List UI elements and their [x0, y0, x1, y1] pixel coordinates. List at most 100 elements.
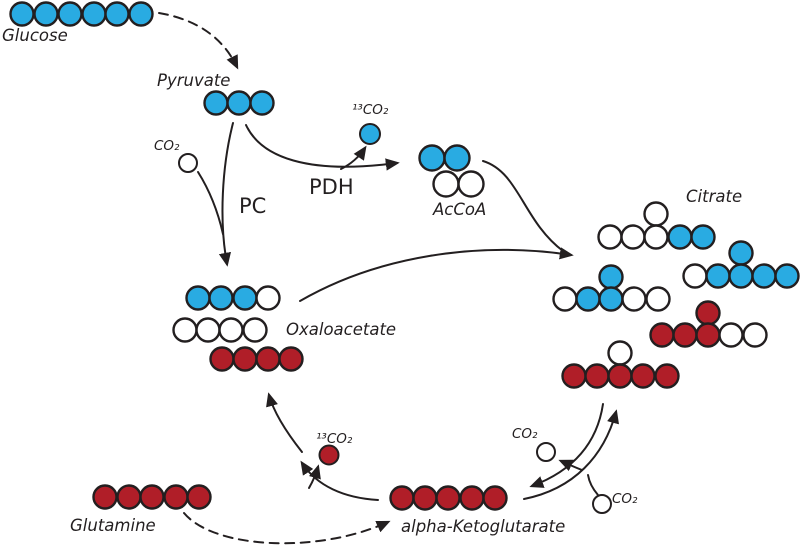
molecule-oxaloacetate: [172, 285, 304, 372]
carbon-circle: [9, 1, 35, 27]
carbon-circle: [435, 485, 461, 511]
molecule-citrate-m5-glucose: [682, 240, 800, 289]
arrow-akg-13co2-release: [308, 464, 321, 489]
carbon-circle: [255, 346, 281, 372]
carbon-circle: [718, 322, 744, 348]
carbon-circle: [318, 444, 340, 466]
glutamine-label: Glutamine: [70, 516, 156, 535]
carbon-circle: [389, 485, 415, 511]
carbon-circle: [203, 90, 229, 116]
line-accoa-to-citrate: [482, 160, 564, 252]
molecule-13co2-from-akg: [318, 444, 340, 466]
carbon-circle: [643, 224, 669, 250]
carbon-circle: [457, 170, 485, 198]
molecule-co2-from-pc: [178, 153, 198, 173]
carbon-circle: [443, 144, 471, 172]
label-layer: Glucose Pyruvate CO₂ PC PDH ¹³CO₂ AcCoA …: [2, 26, 742, 536]
arrow-pc-pyruvate-to-oxaloacetate: [218, 122, 234, 267]
carbon-circle: [561, 363, 587, 389]
carbon-circle: [607, 340, 633, 366]
arrow-pdh-13co2-release: [340, 145, 367, 170]
arrow-glutamine-to-akg: [183, 512, 391, 545]
citrate-label: Citrate: [686, 187, 742, 206]
carbon-circle: [482, 485, 508, 511]
carbon-circle: [218, 317, 244, 343]
carbon-circle: [728, 263, 754, 289]
carbon-circle: [92, 484, 118, 510]
carbon-circle: [705, 263, 731, 289]
carbon-circle: [232, 346, 258, 372]
co2-pc-label: CO₂: [154, 138, 180, 154]
carbon-circle: [255, 285, 281, 311]
carbon-circle: [649, 322, 675, 348]
carbon-circle: [621, 286, 647, 312]
carbon-circle: [116, 484, 142, 510]
molecule-citrate-m2-white-top: [597, 201, 716, 250]
carbon-circle: [695, 322, 721, 348]
carbon-circle: [695, 300, 721, 326]
carbon-circle: [575, 286, 601, 312]
carbon-circle: [186, 484, 212, 510]
arrow-glucose-to-pyruvate: [158, 12, 239, 70]
carbon-circle: [33, 1, 59, 27]
carbon-circle: [654, 363, 680, 389]
carbon-circle: [598, 286, 624, 312]
13co2-pdh-label: ¹³CO₂: [352, 102, 389, 118]
molecule-co2-idh-top: [536, 442, 556, 462]
carbon-circle: [139, 484, 165, 510]
carbon-circle: [742, 322, 768, 348]
co2-idh-bottom-label: CO₂: [612, 491, 638, 507]
carbon-circle: [667, 224, 693, 250]
carbon-circle: [584, 363, 610, 389]
carbon-circle: [249, 90, 275, 116]
accoa-label: AcCoA: [432, 200, 486, 219]
co2-idh-top-label: CO₂: [512, 426, 538, 442]
carbon-circle: [172, 317, 198, 343]
carbon-circle: [630, 363, 656, 389]
carbon-circle: [195, 317, 221, 343]
carbon-circle: [774, 263, 800, 289]
alpha-ketoglutarate-label: alpha-Ketoglutarate: [401, 517, 565, 536]
carbon-circle: [620, 224, 646, 250]
carbon-circle: [226, 90, 252, 116]
carbon-circle: [57, 1, 83, 27]
carbon-circle: [552, 286, 578, 312]
carbon-circle: [185, 285, 211, 311]
arrow-layer: [158, 12, 619, 545]
molecule-glucose: [9, 1, 154, 27]
molecule-co2-idh-bottom: [592, 494, 612, 514]
carbon-circle: [412, 485, 438, 511]
molecule-accoa: [418, 144, 485, 198]
pc-enzyme-label: PC: [239, 194, 266, 218]
carbon-circle: [751, 263, 777, 289]
carbon-circle: [178, 153, 198, 173]
molecule-citrate-m3-glucose: [552, 264, 671, 312]
carbon-circle: [643, 201, 669, 227]
arrow-oxaloacetate-to-citrate: [299, 247, 574, 302]
carbon-circle: [163, 484, 189, 510]
carbon-circle: [278, 346, 304, 372]
oxaloacetate-label: Oxaloacetate: [286, 320, 396, 339]
carbon-circle: [208, 285, 234, 311]
molecule-13co2-from-pdh: [359, 123, 381, 145]
carbon-circle: [598, 264, 624, 290]
carbon-circle: [242, 317, 268, 343]
carbon-circle: [209, 346, 235, 372]
carbon-circle: [597, 224, 623, 250]
carbon-circle: [359, 123, 381, 145]
carbon-circle: [645, 286, 671, 312]
carbon-circle: [81, 1, 107, 27]
carbon-circle: [232, 285, 258, 311]
arrow-akg-to-citrate: [523, 409, 619, 500]
carbon-circle: [128, 1, 154, 27]
carbon-circle: [536, 442, 556, 462]
arrow-pdh-pyruvate-to-accoa: [245, 124, 400, 171]
line-co2-into-reductive-carboxylation: [587, 474, 599, 496]
arrow-akg-to-oxaloacetate-2: [266, 392, 303, 453]
pyruvate-label: Pyruvate: [157, 71, 230, 90]
arrow-co2-release-idh: [558, 459, 583, 472]
molecule-layer: [9, 1, 800, 514]
arrow-akg-to-oxaloacetate-1: [300, 460, 379, 501]
molecule-citrate-m4-glutamine: [649, 300, 768, 348]
carbon-circle: [418, 144, 446, 172]
